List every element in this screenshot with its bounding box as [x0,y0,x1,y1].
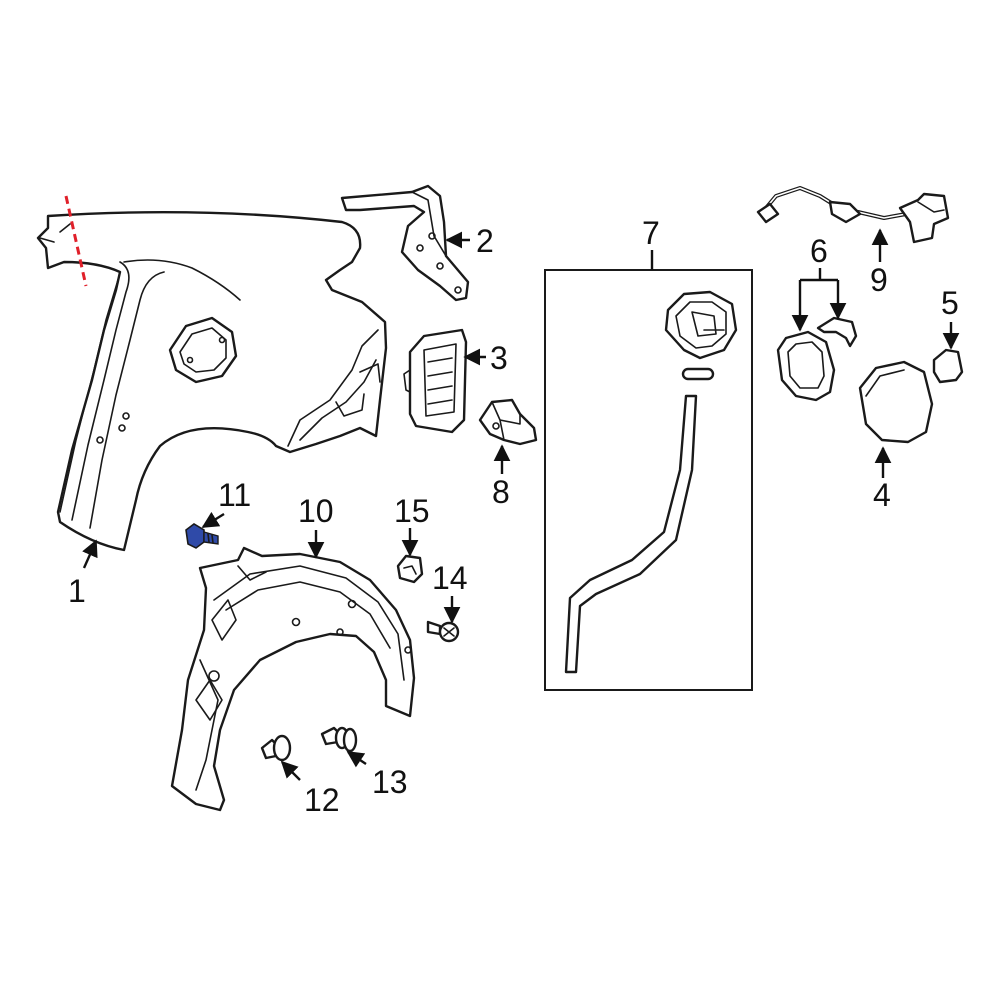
callout-9: 9 [870,262,888,298]
part-cap[interactable] [932,348,964,384]
callout-8: 8 [492,474,510,510]
callout-7: 7 [642,215,660,251]
part-small-bracket[interactable] [478,398,538,446]
part-vent[interactable] [403,328,468,434]
callout-2: 2 [476,223,494,259]
cut-line [64,195,88,287]
callout-5: 5 [941,285,959,321]
part-wheel-liner[interactable] [170,546,416,812]
part-housing[interactable] [776,316,858,402]
part-push-pin[interactable] [260,734,292,762]
part-clip[interactable] [396,554,424,584]
callout-1: 1 [68,573,86,609]
callout-13: 13 [372,764,408,800]
callout-11: 11 [218,477,251,513]
callout-labels: 1 2 3 4 5 6 7 8 9 10 11 12 13 14 15 [68,215,959,818]
part-quarter-panel[interactable] [36,210,388,552]
part-bracket[interactable] [340,184,470,302]
part-screw[interactable] [426,620,460,643]
part-fuel-door[interactable] [858,360,934,444]
part-bolt-highlighted[interactable] [185,523,219,549]
part-7-frame [544,269,753,691]
callout-10: 10 [298,493,334,529]
part-fuel-filler-assembly[interactable] [544,269,753,691]
callout-12: 12 [304,782,340,818]
callout-14: 14 [432,560,468,596]
leader-lines [82,228,960,781]
part-retainer[interactable] [320,726,358,753]
callout-4: 4 [873,477,891,513]
callout-15: 15 [394,493,430,529]
part-release-cable[interactable] [756,186,950,244]
callout-3: 3 [490,340,508,376]
callout-6: 6 [810,233,828,269]
